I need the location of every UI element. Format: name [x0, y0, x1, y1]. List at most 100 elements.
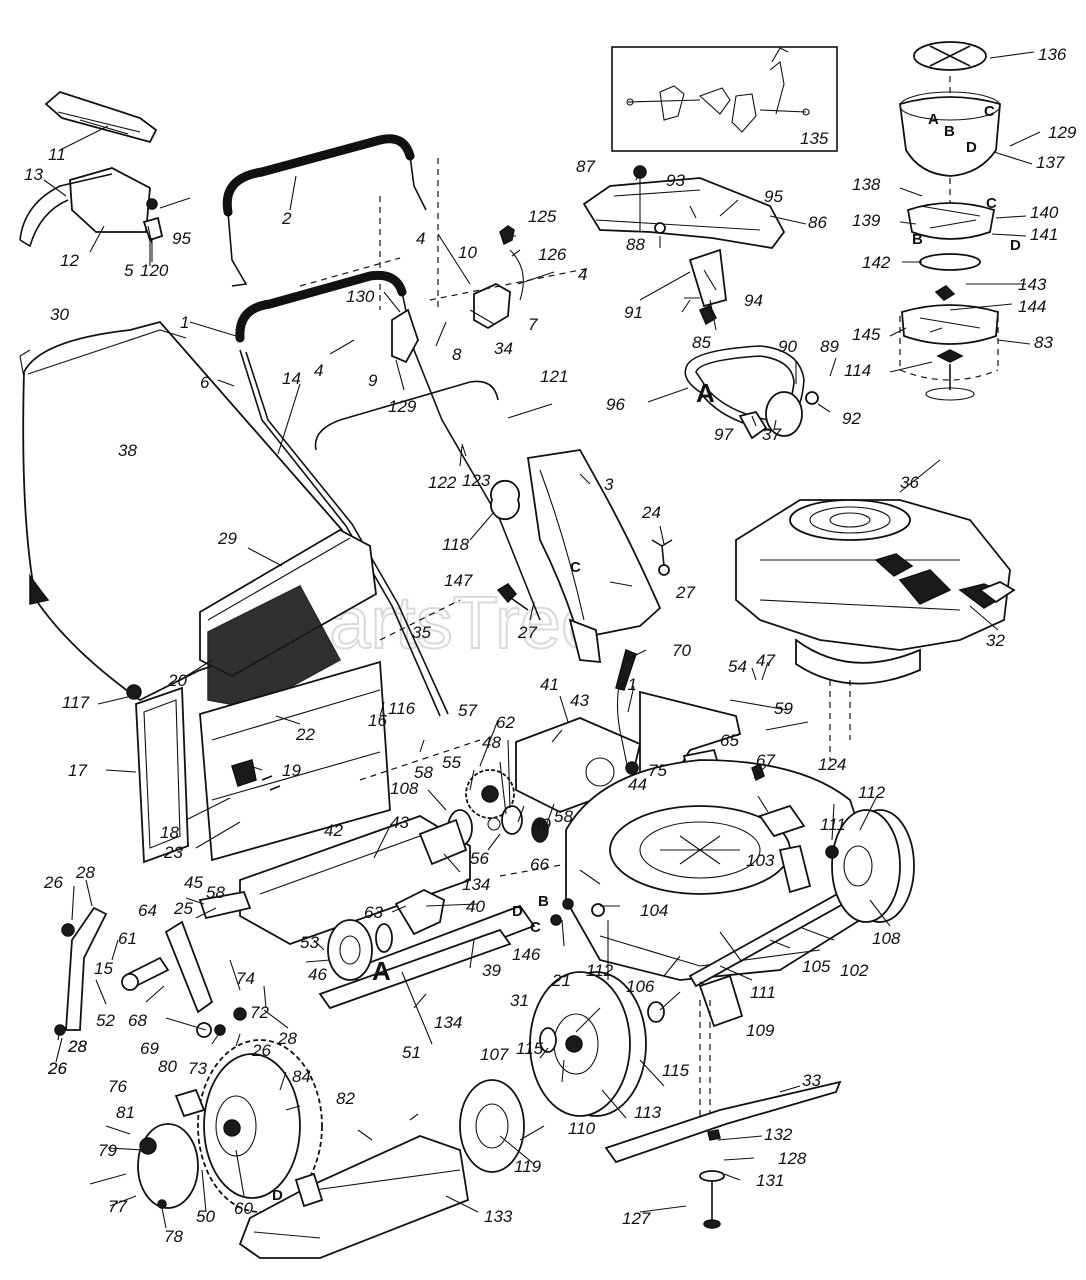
callout-141: 141: [1030, 225, 1058, 244]
callout-137: 137: [1036, 153, 1065, 172]
callout-60: 60: [234, 1199, 253, 1218]
callout-111a: 111: [820, 815, 846, 834]
inset-box-handle-switch: 135: [611, 46, 838, 152]
callout-42: 42: [324, 821, 343, 840]
callout-39: 39: [482, 961, 501, 980]
callout-93: 93: [666, 171, 685, 190]
callout-13: 13: [24, 165, 43, 184]
callout-111b: 111: [750, 983, 776, 1002]
letter-C-deck: C: [530, 919, 541, 936]
callout-122: 122: [428, 473, 457, 492]
callout-103: 103: [746, 851, 775, 870]
callout-23: 23: [163, 843, 183, 862]
callout-58b: 58: [554, 807, 573, 826]
letter-D-guard: D: [272, 1187, 283, 1204]
callout-43b: 43: [390, 813, 409, 832]
callout-134a: 134: [434, 1013, 462, 1032]
callout-62: 62: [496, 713, 515, 732]
callout-28c: 28: [277, 1029, 297, 1048]
callout-10: 10: [458, 243, 477, 262]
callout-26b: 26: [47, 1059, 67, 1078]
callout-87: 87: [576, 157, 595, 176]
callout-55: 55: [442, 753, 461, 772]
callout-116: 116: [388, 699, 416, 718]
callout-143: 143: [1018, 275, 1047, 294]
callout-145: 145: [852, 325, 881, 344]
callout-52: 52: [96, 1011, 115, 1030]
callout-47: 47: [756, 651, 775, 670]
callout-106: 106: [626, 977, 655, 996]
callout-58c: 58: [206, 883, 225, 902]
callout-58a: 58: [414, 763, 433, 782]
callout-38: 38: [118, 441, 137, 460]
letter-A-clutch: A: [928, 111, 939, 128]
callout-128: 128: [778, 1149, 807, 1168]
callout-57: 57: [458, 701, 477, 720]
callout-112a: 112: [858, 783, 886, 802]
letter-A-pulley: A: [372, 956, 391, 986]
discharge-chute: [490, 449, 673, 664]
callout-105: 105: [802, 957, 831, 976]
callout-50: 50: [196, 1207, 215, 1226]
callout-83: 83: [1034, 333, 1053, 352]
callout-140: 140: [1030, 203, 1059, 222]
callout-115a: 115: [516, 1039, 544, 1058]
callout-81: 81: [116, 1103, 135, 1122]
callout-80: 80: [158, 1057, 177, 1076]
letter-B-plate: B: [912, 231, 923, 248]
callout-96: 96: [606, 395, 625, 414]
callout-49: 49: [532, 815, 551, 834]
callout-1: 1: [180, 313, 189, 332]
callout-69: 69: [140, 1039, 159, 1058]
callout-129b: 129: [388, 397, 417, 416]
callout-65: 65: [720, 731, 739, 750]
engine-assembly: [735, 499, 1016, 760]
callout-75: 75: [648, 761, 667, 780]
callout-131: 131: [756, 1171, 784, 1190]
callout-numbers: 1 2 3 4 4 4 5 6 7 8 9 10 11 12 13 14 15 …: [24, 45, 1077, 1246]
callout-147: 147: [444, 571, 473, 590]
callout-12: 12: [60, 251, 79, 270]
callout-14: 14: [282, 369, 301, 388]
callout-127: 127: [622, 1209, 651, 1228]
callout-142: 142: [862, 253, 891, 272]
callout-28b: 28: [67, 1037, 87, 1056]
callout-126: 126: [538, 245, 567, 264]
callout-36: 36: [900, 473, 919, 492]
callout-33: 33: [802, 1071, 821, 1090]
letter-C-plate: C: [986, 195, 997, 212]
callout-139: 139: [852, 211, 881, 230]
callout-19: 19: [282, 761, 301, 780]
letter-D-plate: D: [1010, 237, 1021, 254]
callout-97: 97: [714, 425, 733, 444]
callout-134b: 134: [462, 875, 490, 894]
callout-88: 88: [626, 235, 645, 254]
letter-A-belt: A: [696, 378, 715, 408]
callout-18: 18: [160, 823, 179, 842]
callout-115b: 115: [662, 1061, 690, 1080]
callout-124: 124: [818, 755, 846, 774]
callout-119: 119: [514, 1157, 542, 1176]
callout-118: 118: [442, 535, 470, 554]
letter-D-deck: D: [512, 903, 523, 920]
leader-lines: [43, 51, 1041, 1229]
callout-24: 24: [641, 503, 661, 522]
callout-95a: 95: [764, 187, 783, 206]
callout-108a: 108: [872, 929, 901, 948]
callout-44: 44: [628, 775, 647, 794]
callout-82: 82: [336, 1089, 355, 1108]
inset-number: 135: [800, 129, 829, 148]
letter-B-deck: B: [538, 893, 549, 910]
callout-43a: 43: [570, 691, 589, 710]
callout-27a: 27: [675, 583, 695, 602]
callout-22: 22: [295, 725, 315, 744]
rear-flap-assembly: [19, 90, 191, 262]
callout-68: 68: [128, 1011, 147, 1030]
callout-132: 132: [764, 1125, 793, 1144]
callout-104: 104: [640, 901, 668, 920]
callout-40: 40: [466, 897, 485, 916]
callout-41: 41: [540, 675, 559, 694]
callout-125: 125: [528, 207, 557, 226]
callout-110: 110: [568, 1119, 596, 1138]
